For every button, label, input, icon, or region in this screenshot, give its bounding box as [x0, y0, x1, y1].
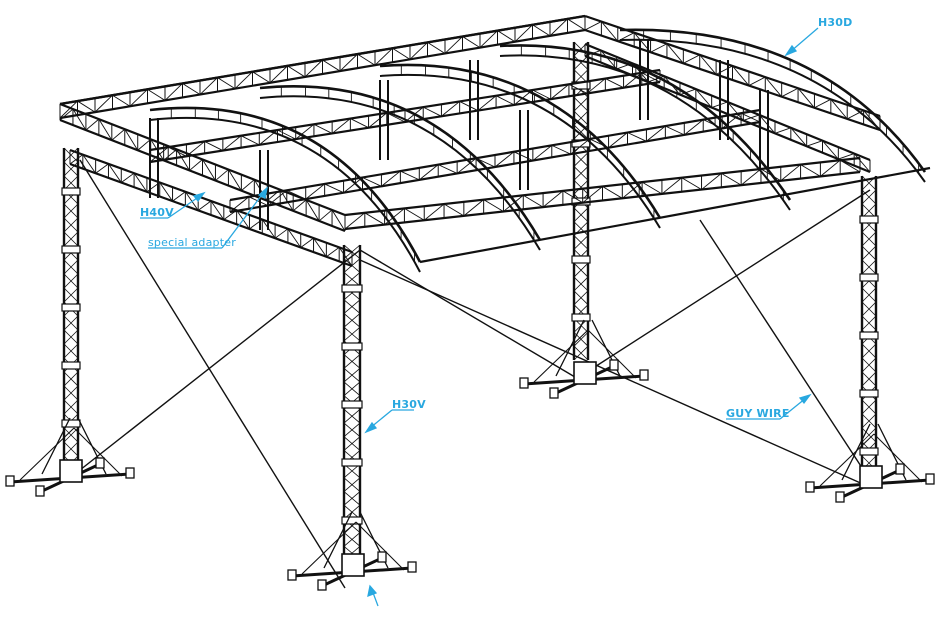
frame-mid-front: [229, 108, 761, 214]
base-front-left: [287, 511, 417, 591]
roof-frame: [59, 14, 931, 268]
leg-front-right: [859, 175, 879, 471]
label-h30v: H30V: [392, 398, 426, 411]
base-back-right: [519, 319, 649, 399]
arch-4: [619, 28, 927, 183]
label-h30d: H30D: [818, 16, 853, 29]
base-back-left: [5, 417, 135, 497]
callout-leaders: [140, 27, 819, 607]
roof-edge-back: [59, 14, 586, 106]
adapter-leader: [221, 191, 265, 249]
h30v-arrow: [364, 421, 378, 434]
h40v-leader: [167, 195, 201, 219]
frame-front: [344, 156, 861, 231]
guy-wire-leader: [779, 397, 807, 420]
truss-legs: [61, 41, 879, 561]
guy-wires: [79, 159, 871, 589]
leg-back-left: [61, 147, 81, 471]
arch-3: [499, 44, 792, 211]
leg-bases: [5, 319, 935, 591]
arch-1: [259, 84, 542, 251]
label-guy-wire: GUY WIRE: [726, 407, 790, 420]
roof-arches: [149, 28, 927, 273]
h40v-arrow: [192, 191, 206, 203]
arch-2: [379, 63, 662, 229]
base-front-right: [805, 423, 935, 503]
h30d-arrow: [784, 44, 798, 57]
adapter-arrow: [257, 186, 269, 199]
h30d-leader: [789, 27, 819, 53]
guy-wire-arrow: [798, 393, 812, 405]
arch-0: [149, 106, 422, 273]
roof-edge-front: [419, 166, 931, 264]
frame-back: [59, 14, 586, 120]
bottom-arrow: [367, 584, 378, 598]
label-h40v: H40V: [140, 206, 174, 219]
label-special-adapter: special adapter: [148, 236, 236, 249]
frame-left-bottom: [69, 148, 353, 268]
